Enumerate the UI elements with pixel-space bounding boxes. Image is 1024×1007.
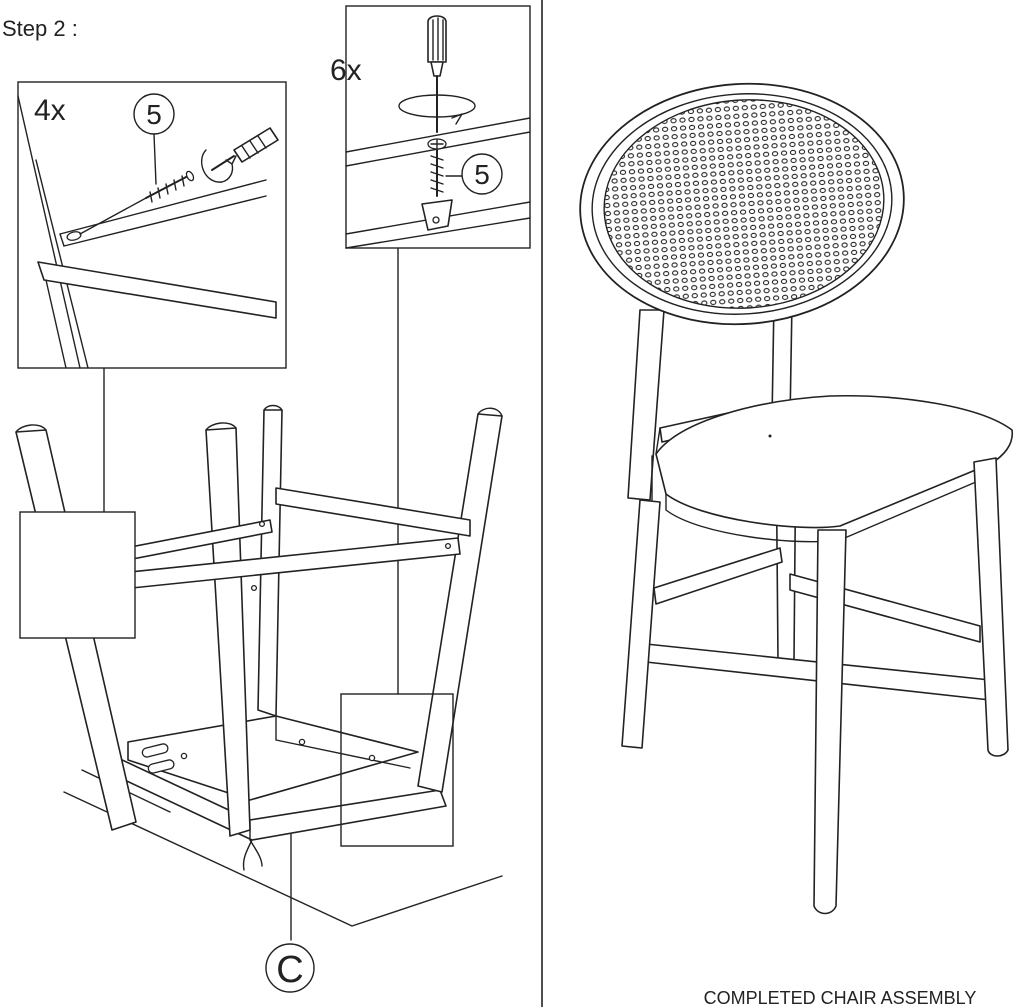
leader-lines (103, 247, 399, 941)
highlight-box-side (19, 511, 136, 639)
part-badge-side: 5 (133, 93, 175, 135)
completed-caption: COMPLETED CHAIR ASSEMBLY (704, 988, 977, 1007)
completed-chair (579, 82, 1014, 915)
callout-top-quantity: 6x (330, 54, 362, 87)
part-badge-top-number: 5 (474, 159, 490, 190)
step-title: Step 2 : (2, 16, 78, 41)
callout-side-quantity: 4x (34, 94, 66, 127)
part-c-label: C (276, 949, 303, 991)
part-badge-side-number: 5 (146, 99, 162, 130)
badge-side-pointer (153, 133, 157, 185)
highlight-box-seat (340, 693, 454, 847)
part-c-badge: C (265, 943, 315, 993)
upside-down-chair (15, 404, 503, 927)
callout-top-screws (345, 5, 531, 249)
callout-side-screws (17, 81, 287, 369)
part-badge-top: 5 (445, 153, 503, 195)
